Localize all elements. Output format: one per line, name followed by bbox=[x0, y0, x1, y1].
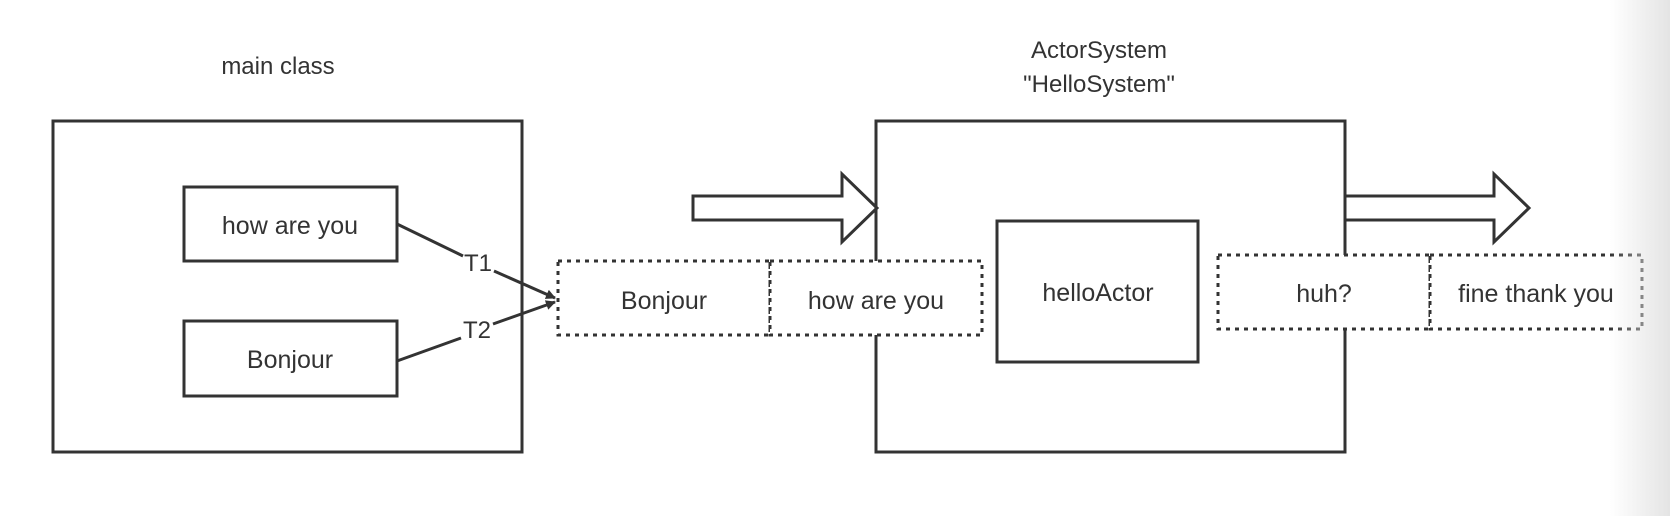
message-bonjour-label: Bonjour bbox=[247, 346, 333, 374]
output-queue-box-1 bbox=[1216, 253, 1432, 331]
message-how-are-you-label: how are you bbox=[222, 212, 358, 240]
output-queue-message-2: fine thank you bbox=[1458, 280, 1614, 308]
input-queue-message-1: Bonjour bbox=[621, 287, 707, 315]
output-queue-message-1: huh? bbox=[1296, 280, 1352, 308]
input-flow-arrow bbox=[691, 170, 880, 246]
main-class-box bbox=[51, 119, 524, 454]
hello-actor-label: helloActor bbox=[1042, 279, 1153, 307]
main-class-title: main class bbox=[221, 53, 334, 80]
right-edge-shadow bbox=[1610, 0, 1670, 516]
thread-label-t2: T2 bbox=[463, 317, 491, 344]
input-queue-box-2 bbox=[768, 259, 984, 337]
actor-system-title: ActorSystem bbox=[1031, 37, 1167, 64]
actor-system-name: "HelloSystem" bbox=[1023, 71, 1175, 98]
thread-connector-t2 bbox=[396, 336, 462, 363]
thread-label-t1: T1 bbox=[464, 250, 492, 277]
thread-connector-t1-end bbox=[493, 269, 556, 300]
hello-actor-box bbox=[995, 219, 1200, 364]
output-queue-box-2 bbox=[1428, 253, 1644, 331]
output-flow-arrow bbox=[1343, 170, 1532, 246]
input-queue-box-1 bbox=[556, 259, 772, 337]
input-queue-message-2: how are you bbox=[808, 287, 944, 315]
thread-connector-t2-end bbox=[492, 300, 556, 326]
message-box-bonjour bbox=[182, 319, 399, 398]
thread-connector-t1 bbox=[396, 222, 464, 258]
